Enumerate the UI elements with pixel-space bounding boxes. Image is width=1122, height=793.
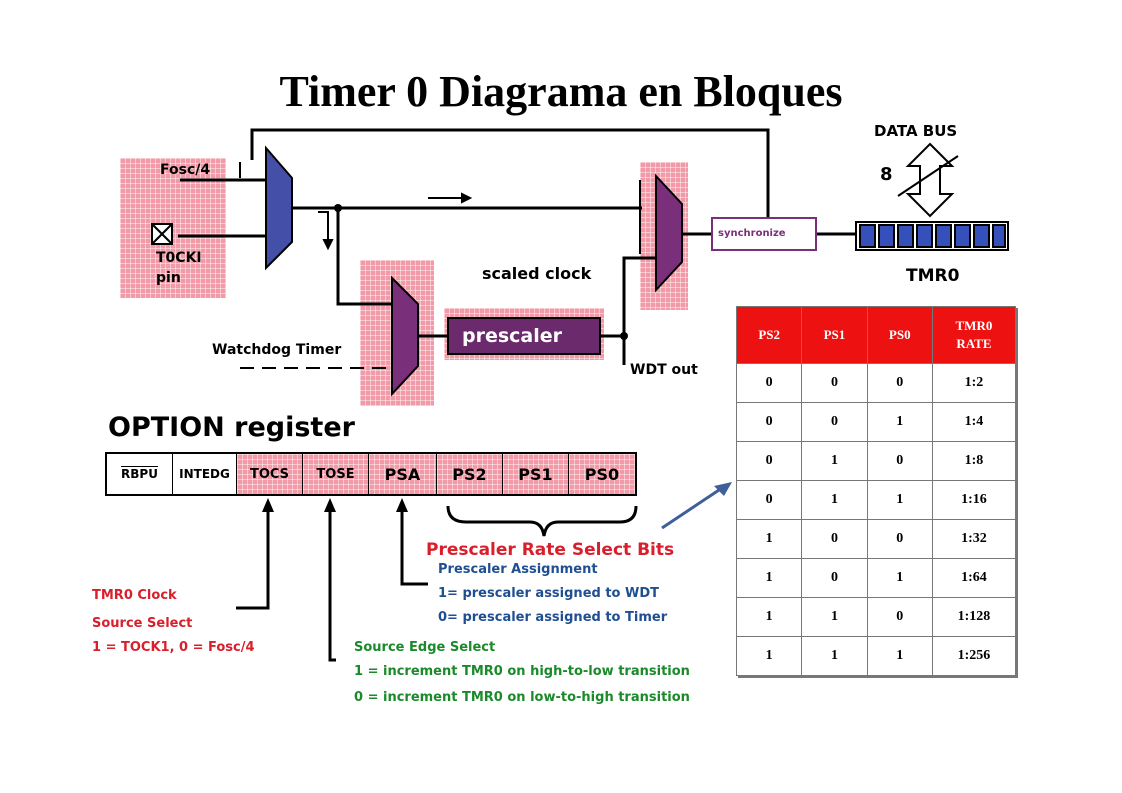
cell: 1: [866, 558, 933, 598]
cell: 1:32: [931, 519, 1017, 559]
pin-label: pin: [156, 270, 181, 286]
prescaler-bits-brace: [446, 505, 638, 537]
bit-ps0: PS0: [569, 454, 635, 494]
wdt-out-label: WDT out: [630, 362, 698, 378]
psa-note-title: Prescaler Assignment: [438, 562, 598, 577]
prescaler-bypass: [336, 208, 392, 306]
cell: 0: [735, 402, 803, 442]
tocs-note-line2: Source Select: [92, 616, 193, 631]
watchdog-label: Watchdog Timer: [212, 342, 342, 358]
cell: 0: [801, 519, 868, 559]
tocs-pointer: [236, 510, 270, 610]
psa-mux: [655, 173, 683, 293]
tmr0-register: [855, 221, 1009, 251]
cell: 1:16: [931, 480, 1017, 520]
prescaler-block: [447, 317, 601, 355]
psa-note-line2: 0= prescaler assigned to Timer: [438, 610, 668, 625]
cell: 1:2: [931, 363, 1017, 403]
cell: 0: [866, 363, 933, 403]
clock-source-mux: [265, 145, 293, 271]
data-bus-arrow: [905, 142, 955, 218]
bit-intedg: INTEDG: [173, 454, 237, 494]
cell: 1: [735, 558, 803, 598]
top-bus-line: [250, 128, 770, 218]
header-ps0: PS0: [866, 306, 933, 364]
header-ps2: PS2: [735, 306, 803, 364]
prescaler-out: [600, 256, 656, 338]
synchronize-label: synchronize: [718, 228, 786, 239]
cell: 1: [735, 597, 803, 637]
bit-rbpu: RBPU: [107, 454, 173, 494]
wdt-prescaler-mux: [391, 275, 419, 397]
tose-note-line1: Source Edge Select: [354, 640, 496, 655]
cell: 1: [735, 519, 803, 559]
page-title: Timer 0 Diagrama en Bloques: [279, 67, 843, 116]
prescaler-rate-title: Prescaler Rate Select Bits: [426, 540, 675, 560]
cell: 1: [801, 636, 868, 676]
bit-psa: PSA: [369, 454, 437, 494]
cell: 1:64: [931, 558, 1017, 598]
cell: 0: [866, 441, 933, 481]
t0cki-pin-icon: [151, 223, 173, 245]
cell: 1:8: [931, 441, 1017, 481]
scaled-clock-label: scaled clock: [482, 264, 592, 283]
cell: 1: [801, 480, 868, 520]
t0cki-label: T0CKI: [156, 250, 202, 266]
bit-tose: TOSE: [303, 454, 369, 494]
bus-width-label: 8: [880, 164, 893, 185]
cell: 0: [735, 480, 803, 520]
tose-note-line2: 1 = increment TMR0 on high-to-low transi…: [354, 664, 690, 679]
bus-slash: [897, 155, 959, 197]
cell: 0: [801, 558, 868, 598]
cell: 0: [735, 363, 803, 403]
prescaler-label: prescaler: [462, 325, 563, 347]
cell: 1:4: [931, 402, 1017, 442]
cell: 1: [801, 441, 868, 481]
psa-pointer: [400, 510, 428, 586]
option-register: RBPU INTEDG TOCS TOSE PSA PS2 PS1 PS0: [105, 452, 637, 496]
cell: 0: [735, 441, 803, 481]
tocs-note-line3: 1 = TOCK1, 0 = Fosc/4: [92, 640, 255, 655]
bit-tocs: TOCS: [237, 454, 303, 494]
cell: 1: [866, 402, 933, 442]
cell: 1:128: [931, 597, 1017, 637]
cell: 1:256: [931, 636, 1017, 676]
cell: 1: [866, 480, 933, 520]
fosc4-label: Fosc/4: [160, 162, 211, 178]
cell: 0: [801, 363, 868, 403]
tose-note-line3: 0 = increment TMR0 on low-to-high transi…: [354, 690, 690, 705]
synchronize-block: [711, 217, 817, 251]
header-ps1: PS1: [801, 306, 868, 364]
tose-pointer: [328, 510, 336, 662]
cell: 0: [866, 519, 933, 559]
table-pointer-line: [661, 486, 723, 530]
cell: 1: [866, 636, 933, 676]
bit-ps2: PS2: [437, 454, 503, 494]
option-register-title: OPTION register: [108, 412, 355, 443]
psa-note-line1: 1= prescaler assigned to WDT: [438, 586, 660, 601]
cell: 0: [801, 402, 868, 442]
bit-ps1: PS1: [503, 454, 569, 494]
tocs-note-line1: TMR0 Clock: [92, 588, 177, 603]
data-bus-label: DATA BUS: [874, 122, 958, 140]
flow-arrow-3: [318, 211, 329, 240]
cell: 1: [801, 597, 868, 637]
cell: 0: [866, 597, 933, 637]
cell: 1: [735, 636, 803, 676]
tmr0-label: TMR0: [906, 266, 960, 286]
